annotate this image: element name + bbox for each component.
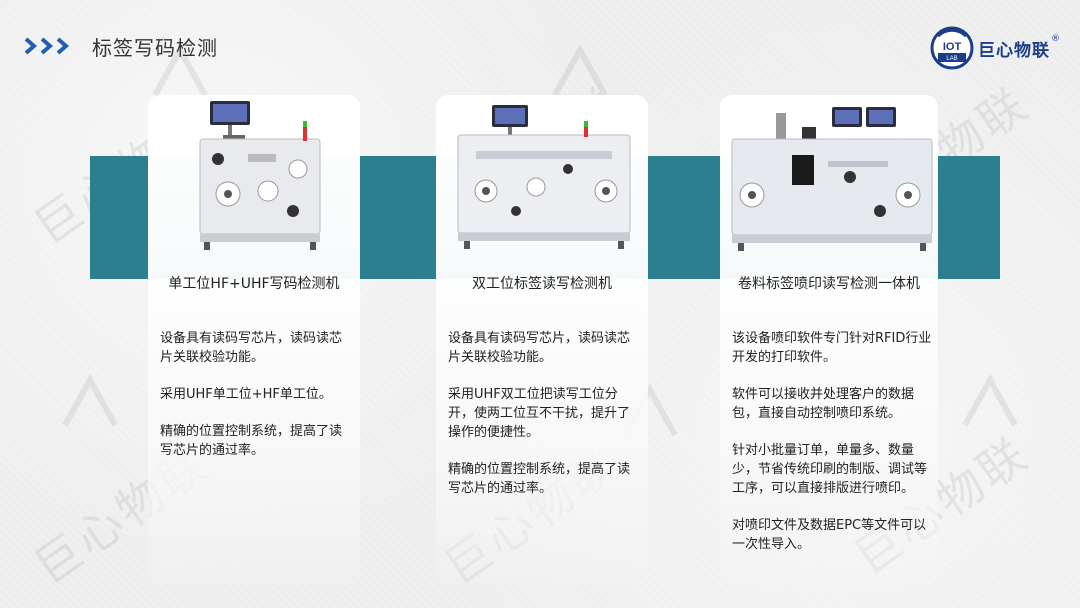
product-card: 单工位HF+UHF写码检测机 设备具有读码写芯片，读码读芯片关联校验功能。 采用… — [148, 95, 360, 585]
header: 标签写码检测 — [24, 30, 218, 62]
logo-name: 巨心物联 — [978, 40, 1050, 61]
watermark-triangle-icon — [62, 373, 118, 427]
description-paragraph: 精确的位置控制系统，提高了读写芯片的通过率。 — [160, 424, 343, 458]
dual-station-machine-image — [457, 105, 631, 249]
watermark-triangle-icon — [152, 43, 208, 97]
product-card: 卷料标签喷印读写检测一体机 该设备喷印软件专门针对RFID行业开发的打印软件。 … — [720, 95, 938, 585]
card-title: 单工位HF+UHF写码检测机 — [168, 276, 340, 292]
description-paragraph: 采用UHF单工位+HF单工位。 — [160, 387, 332, 402]
card-description: 设备具有读码写芯片，读码读芯片关联校验功能。 采用UHF双工位把读写工位分开，使… — [448, 329, 638, 516]
card-title: 卷料标签喷印读写检测一体机 — [738, 276, 920, 292]
svg-text:LAB: LAB — [946, 56, 957, 62]
description-paragraph: 软件可以接收并处理客户的数据包，直接自动控制喷印系统。 — [732, 387, 915, 421]
description-paragraph: 对喷印文件及数据EPC等文件可以一次性导入。 — [732, 518, 927, 552]
hf-uhf-machine-image — [199, 101, 321, 250]
description-paragraph: 该设备喷印软件专门针对RFID行业开发的打印软件。 — [732, 331, 932, 365]
company-logo: IOT LAB 巨心物联 ® — [930, 26, 1060, 70]
description-paragraph: 精确的位置控制系统，提高了读写芯片的通过率。 — [448, 462, 631, 496]
triple-chevron-right-icon — [24, 37, 78, 55]
description-paragraph: 针对小批量订单，单量多、数量少，节省传统印刷的制版、调试等工序，可以直接排版进行… — [732, 443, 928, 496]
description-paragraph: 设备具有读码写芯片，读码读芯片关联校验功能。 — [160, 331, 343, 365]
watermark-triangle-icon — [962, 373, 1018, 427]
description-paragraph: 采用UHF双工位把读写工位分开，使两工位互不干扰，提升了操作的便捷性。 — [448, 387, 631, 440]
card-description: 该设备喷印软件专门针对RFID行业开发的打印软件。 软件可以接收并处理客户的数据… — [732, 329, 932, 572]
card-title: 双工位标签读写检测机 — [472, 276, 612, 292]
page-title: 标签写码检测 — [92, 35, 218, 60]
description-paragraph: 设备具有读码写芯片，读码读芯片关联校验功能。 — [448, 331, 631, 365]
inkjet-rw-machine-image — [731, 107, 933, 251]
registered-mark: ® — [1051, 34, 1060, 44]
svg-text:IOT: IOT — [943, 41, 962, 53]
iot-lab-badge-icon: IOT LAB — [930, 26, 974, 70]
watermark-triangle-icon — [552, 43, 608, 97]
product-card: 双工位标签读写检测机 设备具有读码写芯片，读码读芯片关联校验功能。 采用UHF双… — [436, 95, 648, 585]
card-description: 设备具有读码写芯片，读码读芯片关联校验功能。 采用UHF单工位+HF单工位。 精… — [160, 329, 350, 478]
